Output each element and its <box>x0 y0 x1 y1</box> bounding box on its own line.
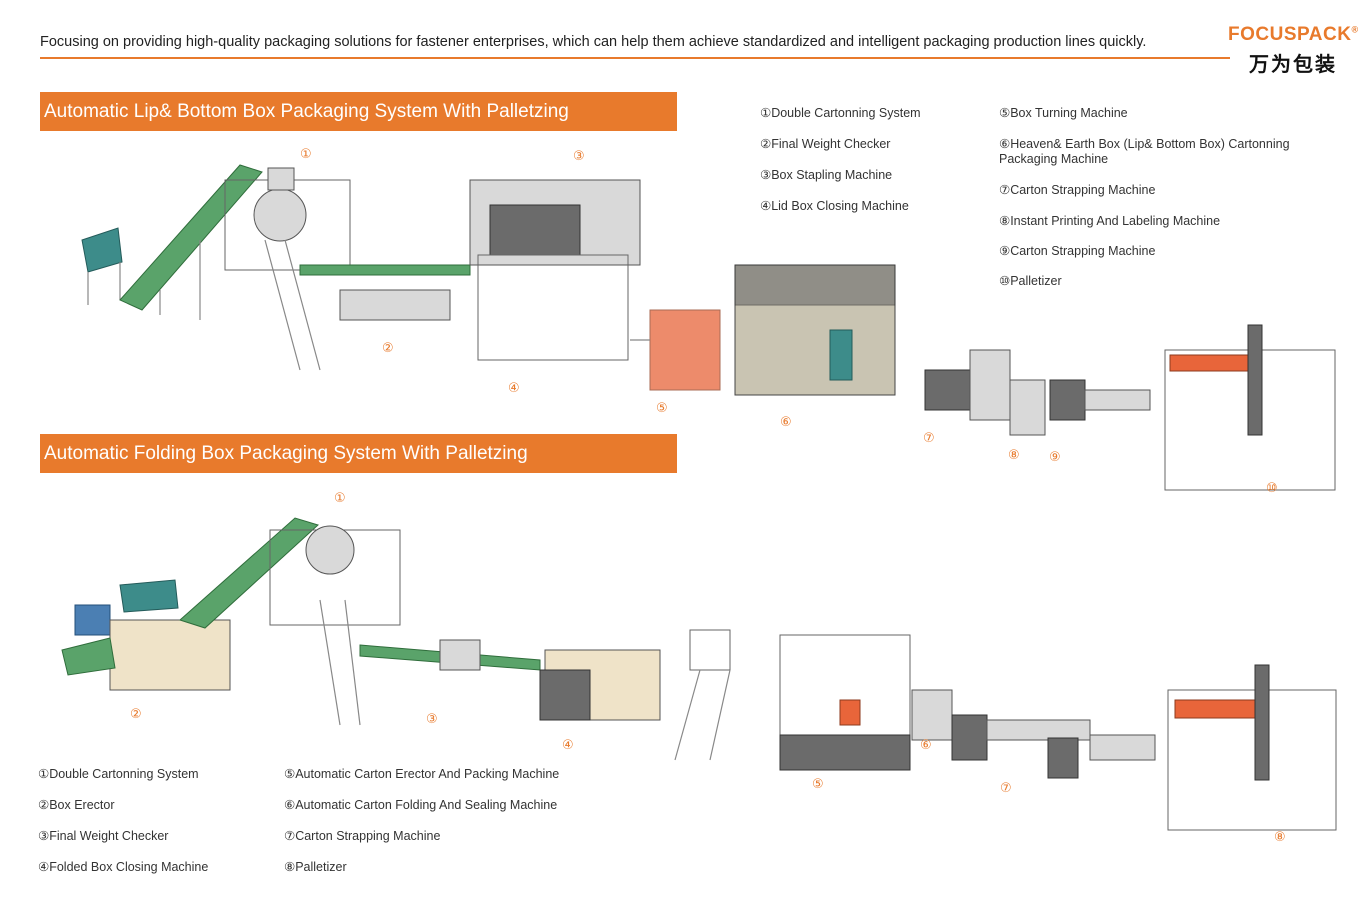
marker-3: ③ <box>573 149 585 164</box>
system2-legend-item: ⑤Automatic Carton Erector And Packing Ma… <box>284 767 560 781</box>
marker-3: ③ <box>426 712 438 727</box>
system1-legend-item: ⑧Instant Printing And Labeling Machine <box>999 214 1221 228</box>
system1-production-line-illustration <box>81 164 1336 491</box>
svg-text:④: ④ <box>562 738 574 753</box>
svg-text:⑧: ⑧ <box>1008 448 1020 463</box>
focuspack-logo: FOCUSPACK® 万为包装 <box>1228 24 1358 77</box>
svg-text:⑨: ⑨ <box>1049 450 1061 465</box>
marker-7: ⑦ <box>923 431 935 446</box>
strapping-machine-9 <box>1049 379 1151 421</box>
box-turning-machine <box>630 309 721 391</box>
system1-markers: ① ② ③ ④ ⑤ ⑥ ⑦ ⑧ ⑨ ⑩ <box>300 147 1278 496</box>
marker-2: ② <box>382 341 394 356</box>
multihead-weigher-1 <box>224 167 351 371</box>
multihead-weigher-2 <box>269 525 401 726</box>
inclined-conveyor <box>119 164 263 320</box>
cartonning-packaging-machine <box>734 264 896 396</box>
box-stapling-machine <box>469 179 641 361</box>
marker-6: ⑥ <box>920 738 932 753</box>
marker-5: ⑤ <box>656 401 668 416</box>
system1-legend-item: ①Double Cartonning System <box>760 106 921 120</box>
inclined-conveyor-2 <box>179 517 319 629</box>
system2-legend-item: ⑥Automatic Carton Folding And Sealing Ma… <box>284 798 558 812</box>
svg-text:⑤: ⑤ <box>656 401 668 416</box>
marker-4: ④ <box>508 381 520 396</box>
main-conveyor-1 <box>299 264 471 321</box>
system1-legend-item: ⑤Box Turning Machine <box>999 106 1128 120</box>
operator-platform <box>674 629 731 761</box>
carton-folding-sealing-machine <box>911 689 953 741</box>
system2-legend-item: ②Box Erector <box>38 798 115 812</box>
svg-text:⑥: ⑥ <box>780 415 792 430</box>
system2-title-banner: Automatic Folding Box Packaging System W… <box>40 434 677 473</box>
system2-legend-item: ④Folded Box Closing Machine <box>38 860 209 874</box>
marker-5: ⑤ <box>812 777 824 792</box>
system2-legend-item: ③Final Weight Checker <box>38 829 169 843</box>
marker-1: ① <box>300 147 312 162</box>
logo-chinese: 万为包装 <box>1249 54 1337 76</box>
system1-legend-item: ③Box Stapling Machine <box>760 168 893 182</box>
marker-4: ④ <box>562 738 574 753</box>
marker-8: ⑧ <box>1274 830 1286 845</box>
marker-6: ⑥ <box>780 415 792 430</box>
svg-text:⑥: ⑥ <box>920 738 932 753</box>
system1-title-banner: Automatic Lip& Bottom Box Packaging Syst… <box>40 92 677 131</box>
marker-9: ⑨ <box>1049 450 1061 465</box>
palletizer-2 <box>1167 664 1337 831</box>
tagline: Focusing on providing high-quality packa… <box>40 34 1147 50</box>
system1-legend-item: ②Final Weight Checker <box>760 137 891 151</box>
svg-text:①: ① <box>334 491 346 506</box>
system1-legend-item: ⑩Palletizer <box>999 274 1062 288</box>
box-erector-machine <box>61 579 231 691</box>
marker-10: ⑩ <box>1266 481 1278 496</box>
system1-legend-item: ⑦Carton Strapping Machine <box>999 183 1156 197</box>
folded-box-closing-machine <box>539 649 661 721</box>
marker-2: ② <box>130 707 142 722</box>
svg-text:⑦: ⑦ <box>923 431 935 446</box>
logo-english: FOCUSPACK® <box>1228 24 1359 45</box>
carton-erector-packing-machine <box>779 634 911 771</box>
hopper-machine <box>81 227 123 305</box>
svg-text:②: ② <box>130 707 142 722</box>
system1-legend-item: ⑨Carton Strapping Machine <box>999 244 1156 258</box>
strapping-machine-7 <box>924 349 1011 421</box>
marker-1: ① <box>334 491 346 506</box>
marker-8: ⑧ <box>1008 448 1020 463</box>
system2-legend-item: ⑦Carton Strapping Machine <box>284 829 441 843</box>
system1-legend-item: ⑥Heaven& Earth Box (Lip& Bottom Box) Car… <box>999 137 1290 166</box>
svg-text:⑦: ⑦ <box>1000 781 1012 796</box>
marker-7: ⑦ <box>1000 781 1012 796</box>
svg-text:⑩: ⑩ <box>1266 481 1278 496</box>
svg-text:①: ① <box>300 147 312 162</box>
labeling-machine-8 <box>1009 379 1046 436</box>
tagline-divider <box>40 57 1230 59</box>
svg-text:⑤: ⑤ <box>812 777 824 792</box>
strapping-machine-2 <box>951 714 1156 779</box>
system1-legend-item: ④Lid Box Closing Machine <box>760 199 909 213</box>
svg-text:④: ④ <box>508 381 520 396</box>
palletizer-1 <box>1164 324 1336 491</box>
svg-text:⑧: ⑧ <box>1274 830 1286 845</box>
svg-text:③: ③ <box>573 149 585 164</box>
system2-legend-item: ⑧Palletizer <box>284 860 347 874</box>
svg-text:②: ② <box>382 341 394 356</box>
svg-text:③: ③ <box>426 712 438 727</box>
system2-legend-item: ①Double Cartonning System <box>38 767 199 781</box>
